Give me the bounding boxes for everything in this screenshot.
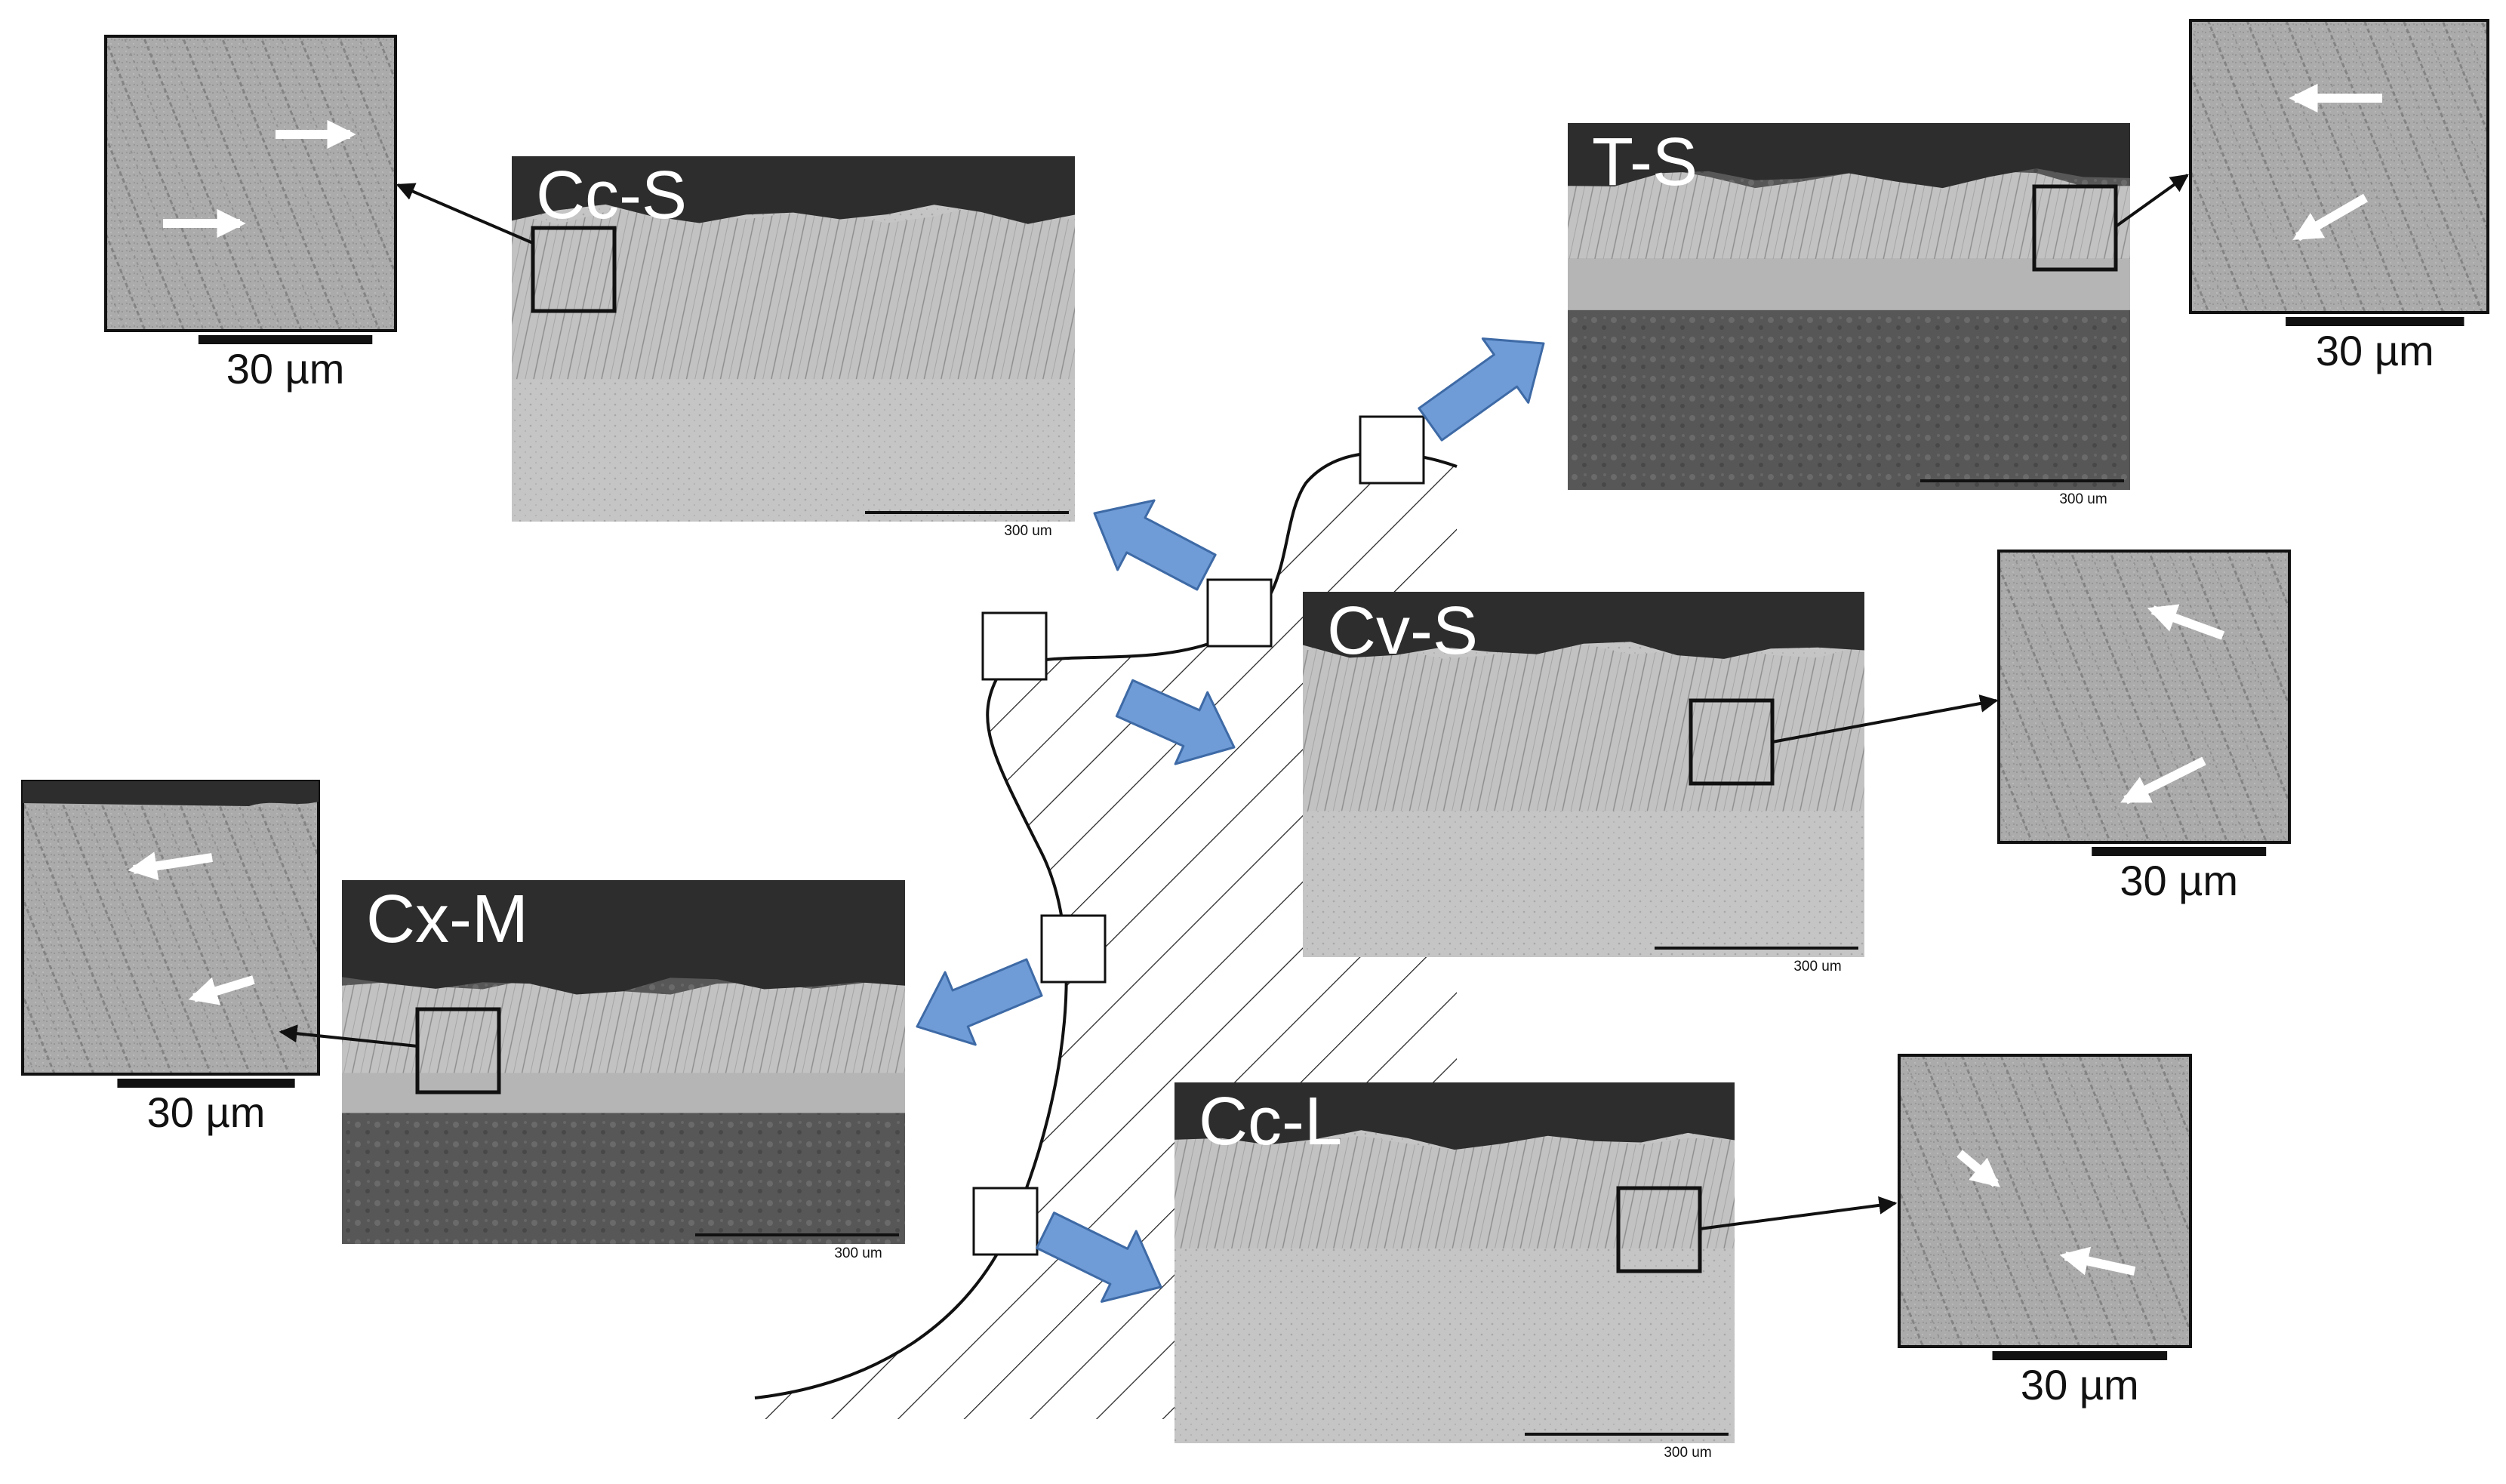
inset-mount-edge — [23, 781, 319, 806]
white-arrow-icon — [128, 851, 213, 881]
panel-scale-label-cx-m: 300 um — [834, 1245, 882, 1261]
zoom-region-box-cx-m — [415, 1007, 501, 1095]
inset-scale-label-cc-l: 30 µm — [2021, 1361, 2139, 1409]
mount-region — [1174, 1082, 1735, 1150]
panel-label-t-s: T-S — [1592, 125, 1698, 200]
white-arrow-icon — [188, 975, 255, 1005]
inset-micrograph-cx-m: 30 µm — [21, 780, 320, 1136]
white-arrow-icon — [2292, 193, 2369, 242]
coating-layer — [512, 204, 1075, 380]
zoom-region-box-t-s — [2032, 184, 2118, 272]
location-marker-box — [1359, 415, 1425, 485]
panel-label-cc-l: Cc-L — [1199, 1084, 1342, 1159]
panel-scale-label-cc-l: 300 um — [1664, 1445, 1711, 1461]
inset-micrograph-cc-s: 30 µm — [104, 35, 397, 393]
inset-scale-label-t-s: 30 µm — [2316, 327, 2434, 374]
mount-region — [512, 156, 1075, 224]
zoom-region-box-cc-s — [531, 226, 617, 313]
blue-block-arrow-icon — [1115, 679, 1236, 765]
connector-arrow-cv-s — [1772, 694, 1999, 744]
panel-label-cv-s: Cv-S — [1327, 593, 1478, 669]
white-arrow-icon — [1956, 1150, 2000, 1187]
location-marker-box — [1206, 578, 1273, 648]
location-marker-box — [1040, 914, 1107, 984]
micrograph-panel-cv-s: Cv-S 300 um — [1303, 592, 1864, 974]
location-marker-box — [972, 1187, 1039, 1256]
micrograph-panel-cc-l: Cc-L 300 um — [1174, 1082, 1735, 1461]
panel-label-cx-m: Cx-M — [366, 882, 528, 957]
connector-arrow-cc-s — [396, 183, 534, 245]
white-arrow-icon — [2059, 1246, 2136, 1276]
mount-region — [1303, 592, 1864, 659]
white-arrow-icon — [2120, 756, 2206, 805]
inset-scale-label-cv-s: 30 µm — [2120, 857, 2238, 904]
coating-layer — [342, 977, 905, 1073]
connector-arrow-t-s — [2114, 174, 2189, 228]
inset-streaks — [107, 38, 394, 329]
micrograph-panel-t-s: T-S 300 um — [1568, 123, 2130, 507]
mount-region — [342, 880, 905, 995]
panel-scale-label-t-s: 300 um — [2059, 491, 2107, 507]
inset-streaks — [1901, 1057, 2189, 1345]
inset-micrograph-cc-l: 30 µm — [1898, 1054, 2192, 1409]
inset-scale-label-cx-m: 30 µm — [147, 1088, 266, 1136]
micrograph-panel-cx-m: Cx-M 300 um — [342, 880, 905, 1261]
coating-layer — [1303, 642, 1864, 811]
coating-layer — [1174, 1130, 1735, 1248]
inset-micrograph-cv-s: 30 µm — [1997, 550, 2291, 904]
inset-streaks — [2192, 22, 2486, 311]
panel-scale-label-cv-s: 300 um — [1793, 959, 1841, 974]
micrograph-panel-cc-s: Cc-S 300 um — [512, 156, 1075, 539]
blue-block-arrow-icon — [1093, 499, 1217, 591]
connector-arrow-cx-m — [279, 1024, 418, 1048]
white-arrow-icon — [2147, 604, 2225, 640]
inset-streaks — [2000, 553, 2288, 841]
blue-block-arrow-icon — [916, 958, 1043, 1046]
mount-region — [1568, 123, 2130, 189]
blue-block-arrow-icon — [1036, 1212, 1162, 1303]
connector-arrow-cc-l — [1699, 1196, 1898, 1230]
inset-scale-label-cc-s: 30 µm — [226, 345, 345, 393]
bond-coat-layer — [1568, 258, 2130, 310]
blue-block-arrow-icon — [1418, 337, 1545, 442]
inset-micrograph-t-s: 30 µm — [2189, 19, 2489, 374]
location-marker-box — [981, 611, 1048, 681]
panel-label-cc-s: Cc-S — [536, 158, 687, 233]
panel-scale-label-cc-s: 300 um — [1004, 523, 1051, 539]
inset-streaks — [24, 783, 317, 1073]
coating-layer — [1568, 168, 2130, 259]
zoom-region-box-cc-l — [1616, 1186, 1702, 1273]
